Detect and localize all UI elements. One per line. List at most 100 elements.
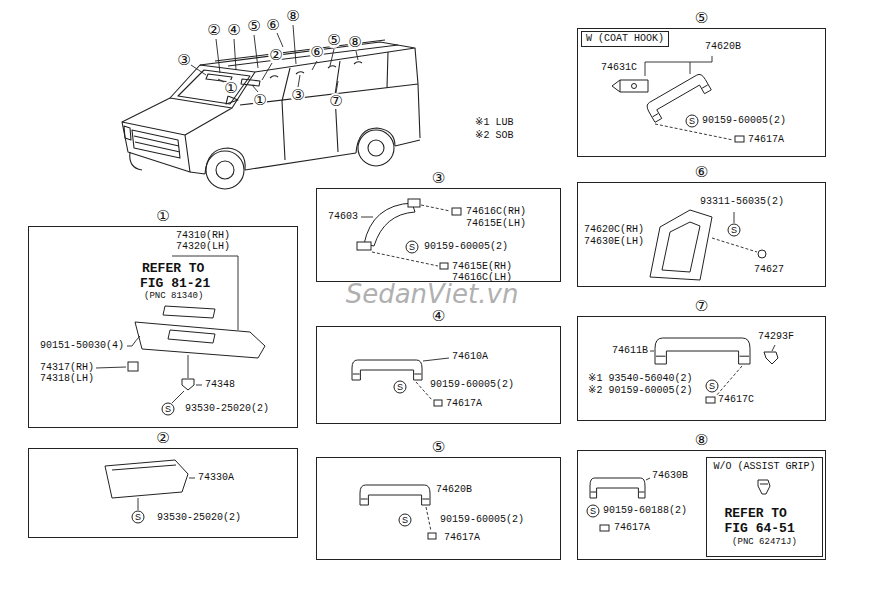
leader-line <box>262 63 272 80</box>
part-drawing <box>758 480 770 494</box>
leader-line <box>172 391 184 403</box>
callout-number: ④ <box>226 22 241 38</box>
part-drawing <box>655 338 750 364</box>
leader-line <box>252 85 258 92</box>
leader-line <box>189 478 195 479</box>
vehicle-drawing <box>170 65 255 108</box>
part-number: 74615E(RH) <box>452 260 512 274</box>
vehicle-drawing <box>130 152 142 170</box>
leader-line <box>298 75 300 87</box>
leader-line <box>218 79 224 82</box>
standard-part-circle <box>406 241 418 253</box>
standard-part-circle <box>132 511 144 523</box>
standard-part-mark: S <box>689 117 695 126</box>
standard-part-circle <box>706 380 718 392</box>
part-number: 74320(LH) <box>176 240 230 254</box>
leader-line <box>196 385 202 386</box>
variant-note: W/O (ASSIST GRIP) <box>707 460 822 474</box>
part-number: 74317(RH) <box>40 361 94 375</box>
part-number: 74627 <box>754 263 784 277</box>
part-drawing <box>600 525 609 531</box>
vehicle-drawing <box>415 48 420 138</box>
callout-number: ④ <box>317 308 560 325</box>
part-number: 74318(LH) <box>40 372 94 386</box>
part-drawing <box>105 460 188 498</box>
part-drawing <box>452 208 461 215</box>
leader-line <box>421 205 450 211</box>
callout-number: ⑧ <box>578 432 825 449</box>
part-number: 90159-60005(2) <box>430 378 514 392</box>
part-number: 90159-60188(2) <box>603 504 687 518</box>
leader-line <box>426 507 431 531</box>
part-number: 74616C(RH) <box>466 205 526 219</box>
part-number: 74631C <box>601 61 637 75</box>
vehicle-drawing <box>124 126 131 140</box>
callout-number: ⑥ <box>265 17 280 33</box>
reference-note: (PNC 81340) <box>144 290 203 302</box>
callout-number: ⑥ <box>578 164 825 181</box>
standard-part-mark: S <box>165 405 171 414</box>
leader-line <box>712 212 757 252</box>
standard-part-circle <box>394 381 406 393</box>
vehicle-drawing <box>270 62 362 78</box>
callout-number: ⑥ <box>309 44 324 60</box>
parts-panel: ① <box>28 226 298 428</box>
leader-line <box>277 33 283 47</box>
part-number: 74348 <box>205 378 235 392</box>
part-number: 74293F <box>758 330 794 344</box>
leader-line <box>645 56 733 140</box>
leader-line <box>330 49 334 66</box>
part-number: ※1 93540-56040(2) <box>588 372 692 386</box>
leader-line <box>646 478 650 480</box>
vehicle-drawing <box>122 122 190 172</box>
part-number: 74617A <box>614 521 650 535</box>
part-drawing <box>706 397 715 403</box>
callout-number: ⑧ <box>285 8 300 24</box>
standard-part-mark: S <box>709 382 715 391</box>
standard-part-circle <box>587 505 599 517</box>
part-number: 74603 <box>328 210 358 224</box>
part-drawing <box>408 199 420 207</box>
standard-part-circle <box>686 115 698 127</box>
part-number: 74617A <box>446 397 482 411</box>
reference-note: REFER TO <box>142 261 204 276</box>
part-drawing <box>352 360 442 406</box>
callout-number: ⑦ <box>328 93 343 109</box>
leader-line <box>734 212 735 223</box>
vehicle-drawing <box>132 130 180 158</box>
leader-line <box>646 478 650 480</box>
parts-panel: ④ <box>316 326 561 424</box>
part-drawing <box>128 306 265 390</box>
leader-line <box>216 39 220 73</box>
standard-part-circle <box>132 115 740 526</box>
callout-number: ① <box>252 92 267 108</box>
leader-line <box>650 351 654 352</box>
note-box: W (COAT HOOK) <box>581 31 669 47</box>
leader-line <box>138 478 195 510</box>
parts-panel: ② <box>28 448 298 538</box>
part-number: 90159-60005(2) <box>424 240 508 254</box>
callout-number: ⑤ <box>578 10 825 27</box>
footnote: ※1 LUB <box>475 116 513 130</box>
part-drawing <box>364 203 415 246</box>
part-number: 93530-25020(2) <box>157 511 241 525</box>
part-number: 93311-56035(2) <box>700 195 784 209</box>
callout-number: ⑦ <box>578 298 825 315</box>
leader-line <box>416 382 432 400</box>
reference-note: REFER TO FIG 64-51 <box>725 506 805 536</box>
vehicle-drawing <box>216 161 234 179</box>
part-drawing <box>764 352 778 364</box>
part-drawing <box>360 485 430 505</box>
part-number: 74620B <box>436 483 472 497</box>
leader-line <box>645 56 712 76</box>
callout-number: ③ <box>317 170 560 187</box>
leader-line <box>712 238 757 252</box>
leader-line <box>312 61 317 70</box>
leader-line <box>96 256 238 403</box>
part-drawing <box>650 210 712 280</box>
callout-number: ① <box>223 80 238 96</box>
part-drawing <box>357 242 371 250</box>
part-number: 74630B <box>652 469 688 483</box>
note-box: W/O (ASSIST GRIP)REFER TO FIG 64-51(PNC … <box>706 457 823 557</box>
